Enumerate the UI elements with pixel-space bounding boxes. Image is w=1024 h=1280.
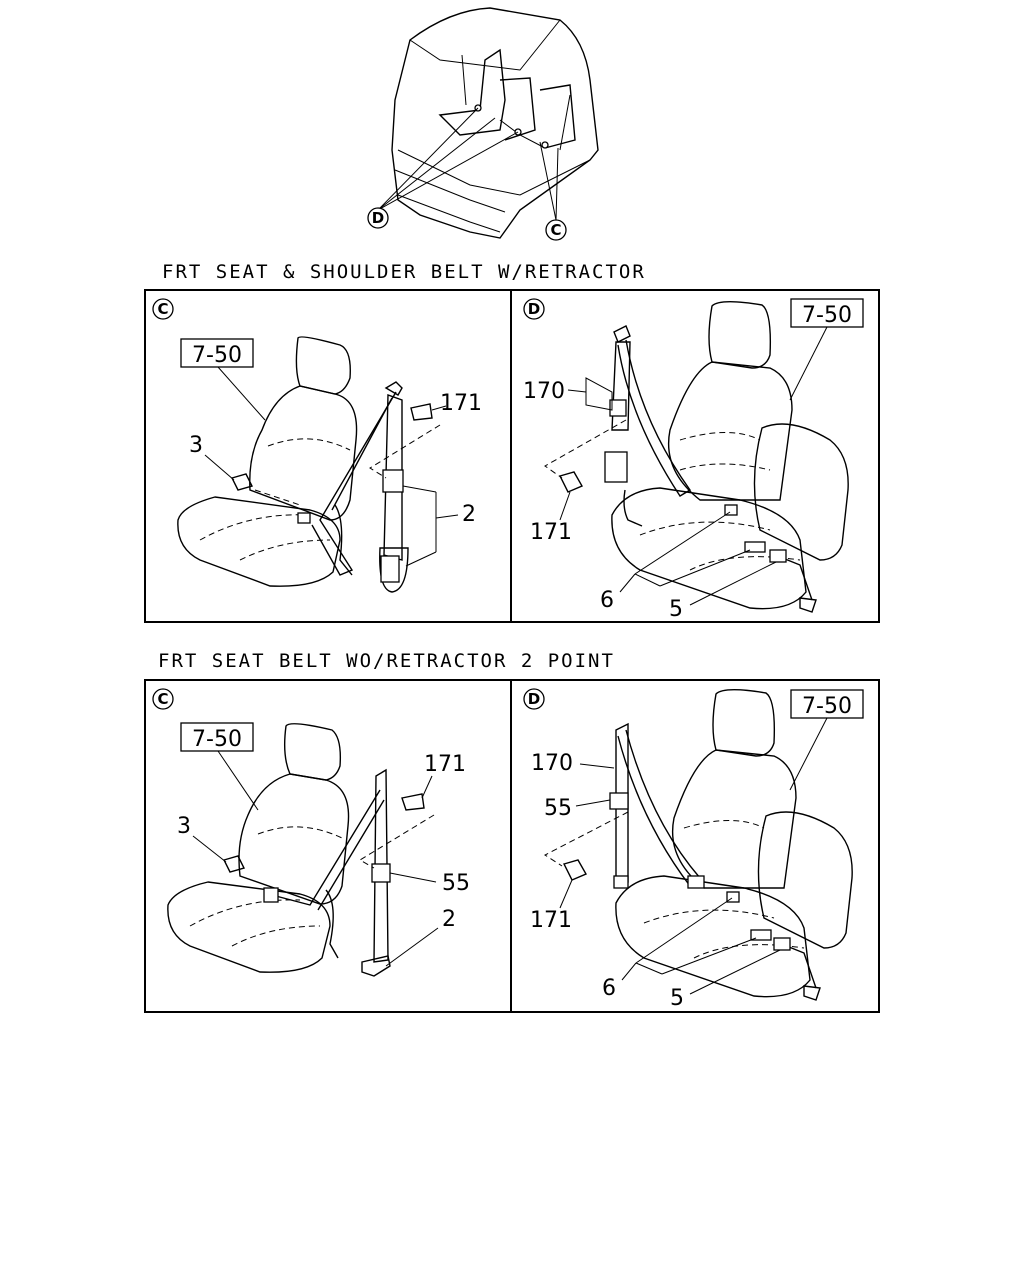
s1c-label-2: 2 [462,502,476,527]
s2d-label-171: 171 [530,908,572,933]
s1c-label-3: 3 [189,433,203,458]
s1d-ref-box: 7-50 [790,298,864,328]
s1d-label-170: 170 [523,379,565,404]
s2c-ref-box: 7-50 [180,722,254,752]
svg-text:C: C [157,690,168,708]
s2d-belt-illustration [562,722,821,1001]
svg-text:7-50: 7-50 [192,343,242,368]
overview-callout-d: D [367,207,389,229]
s1d-seat-illustration [611,301,849,610]
s2c-label-2: 2 [442,907,456,932]
s2c-seat-illustration [167,723,350,973]
s2d-ref-box: 7-50 [790,689,864,719]
s1d-label-6: 6 [600,588,614,613]
svg-text:D: D [372,209,384,227]
s2c-callout: C [152,688,174,710]
s1d-label-171: 171 [530,520,572,545]
s1-panel-d: D 7-50 [523,298,864,622]
svg-text:C: C [550,221,561,239]
s2c-label-171: 171 [424,752,466,777]
s2-panel-d: D 7-50 170 [523,688,864,1011]
s1-panel-c: C 7-50 [152,298,482,593]
s2c-label-55: 55 [442,871,470,896]
s1d-callout: D [523,298,545,320]
s2c-belt-illustration [222,768,425,977]
s1c-label-171: 171 [440,391,482,416]
cab-overview-illustration [377,7,599,239]
section-1-title: FRT SEAT & SHOULDER BELT W/RETRACTOR [162,261,646,283]
s2d-callout: D [523,688,545,710]
s2c-label-3: 3 [177,814,191,839]
s1c-ref-box: 7-50 [180,338,254,368]
svg-text:D: D [528,300,540,318]
s1c-belt-illustration [230,381,433,593]
svg-text:7-50: 7-50 [802,303,852,328]
s2-panel-c: C 7-50 3 171 55 [152,688,470,977]
s2d-seat-illustration [615,689,853,998]
svg-text:7-50: 7-50 [802,694,852,719]
s2d-label-170: 170 [531,751,573,776]
s2d-label-5: 5 [670,986,684,1011]
overview-callout-c: C [545,219,567,241]
s2d-label-6: 6 [602,976,616,1001]
svg-text:7-50: 7-50 [192,727,242,752]
s1c-callout: C [152,298,174,320]
s1d-belt-illustration [558,325,817,613]
svg-text:C: C [157,300,168,318]
s1d-label-5: 5 [669,597,683,622]
section-2-title: FRT SEAT BELT WO/RETRACTOR 2 POINT [158,650,615,672]
svg-text:D: D [528,690,540,708]
s2d-label-55: 55 [544,796,572,821]
s1c-seat-illustration [177,336,358,587]
